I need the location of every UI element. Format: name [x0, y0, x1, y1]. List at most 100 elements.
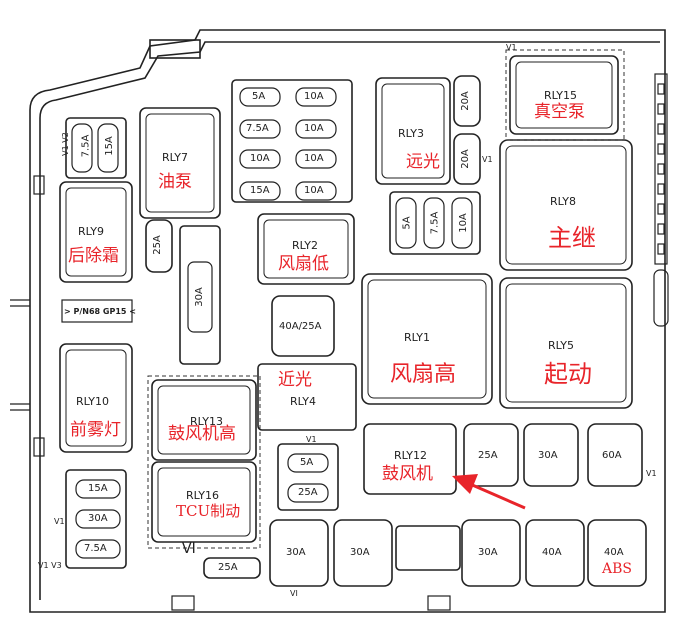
relay-rly15-box: [509, 55, 619, 135]
fuse-label: 30A: [286, 547, 306, 558]
abs-label: ABS: [602, 561, 632, 577]
relay-rly5-name: 起动: [544, 360, 592, 388]
marker-label: VI: [182, 541, 196, 557]
fuse-label: 5A: [300, 457, 314, 468]
part-number-label: > P/N68 GP15 <: [64, 307, 136, 316]
fuse-label: 25A: [298, 487, 318, 498]
fuse-label: 30A: [193, 287, 205, 307]
fuse-label: 60A: [602, 450, 622, 461]
relay-rly10-name: 前雾灯: [70, 420, 121, 440]
fuse-label: 20A: [459, 91, 471, 111]
relay-rly12-box: [363, 423, 457, 495]
fuse-label: 7.5A: [84, 543, 107, 554]
fuse-label: 7.5A: [80, 134, 92, 158]
fuse-label: 30A: [88, 513, 108, 524]
fuse-40a-b5-box: [587, 519, 647, 587]
relay-rly3-name: 远光: [406, 152, 440, 172]
fuse-label: 10A: [304, 123, 324, 134]
fuse-label: 25A: [478, 450, 498, 461]
marker-label: V1: [506, 43, 517, 52]
fuse-connector-center: [395, 525, 461, 571]
relay-rly7-code: RLY7: [162, 151, 189, 164]
marker-label: V1: [54, 517, 65, 526]
marker-label: V1: [306, 435, 317, 444]
relay-rly4-box: [257, 363, 357, 431]
fuse-30a-b3-box: [461, 519, 521, 587]
fuse-holder-30a: [179, 225, 221, 365]
fuse-label: 20A: [459, 149, 471, 169]
relay-rly1-code: RLY1: [404, 331, 431, 344]
relay-rly5-box: [499, 277, 633, 409]
relay-rly13-name: 鼓风机高: [168, 424, 236, 444]
relay-rly1-box: [361, 273, 493, 405]
fuse-label: 15A: [88, 483, 108, 494]
left-clip-bottom: [33, 437, 45, 457]
fuse-label: 40A: [542, 547, 562, 558]
pointer-arrow: [452, 474, 526, 510]
fuse-label: 30A: [478, 547, 498, 558]
fuse-20a-mid: [453, 133, 481, 185]
fuse-label: 7.5A: [246, 123, 269, 134]
fuse-20a-top: [453, 75, 481, 127]
fuse-25a-bottom-box: [203, 557, 261, 579]
bottom-clip-left: [171, 595, 195, 611]
relay-rly3-code: RLY3: [398, 127, 425, 140]
fuse-label: 15A: [103, 136, 115, 156]
fuse-label: 5A: [252, 91, 266, 102]
right-connector-strip: [653, 73, 669, 327]
fuse-label: 25A: [151, 235, 163, 255]
fuse-holder-small: [277, 443, 339, 511]
marker-label: V1: [482, 155, 493, 164]
fuse-label: 10A: [457, 213, 469, 233]
housing-inner: [39, 41, 660, 600]
fuse-30a-b2-box: [333, 519, 393, 587]
relay-rly9-name: 后除霜: [68, 246, 119, 266]
fuse-40a-b4-box: [525, 519, 585, 587]
fuse-30a-row1-box: [523, 423, 579, 487]
fuse-label: 10A: [304, 185, 324, 196]
fuse-60a-row1-box: [587, 423, 643, 487]
marker-label: V1 V3: [38, 561, 62, 570]
left-side-tabs: [10, 299, 30, 411]
mini-fuse-block: [231, 79, 353, 203]
relay-rly2-code: RLY2: [292, 239, 319, 252]
fuse-25a-vertical: [145, 219, 173, 273]
relay-rly15-name: 真空泵: [534, 102, 585, 122]
relay-rly10-box: [59, 343, 133, 453]
fuse-label: 40A: [604, 547, 624, 558]
relay-rly3-box: [375, 77, 451, 185]
fuse-25a-row1-box: [463, 423, 519, 487]
fuse-label: 40A/25A: [279, 321, 322, 332]
relay-rly5-code: RLY5: [548, 339, 575, 352]
relay-rly8-code: RLY8: [550, 195, 577, 208]
relay-rly8-name: 主继: [548, 224, 596, 252]
relay-rly12-name: 鼓风机: [382, 464, 433, 484]
relay-rly16-box: [151, 461, 257, 543]
relay-rly7-name: 油泵: [158, 172, 192, 192]
relay-rly1-name: 风扇高: [390, 362, 457, 387]
relay-rly4-code: RLY4: [290, 395, 317, 408]
relay-rly2-box: [257, 213, 355, 285]
fuse-holder-bottomleft: [65, 469, 127, 569]
marker-label: V1: [646, 469, 657, 478]
fuse-label: 30A: [538, 450, 558, 461]
relay-rly16-name: TCU制动: [176, 502, 241, 520]
bottom-clip-right: [427, 595, 451, 611]
relay-rly9-box: [59, 181, 133, 283]
marker-label: V1 V2: [60, 132, 70, 156]
marker-label: VI: [290, 589, 298, 598]
relay-rly2-name: 风扇低: [278, 254, 329, 274]
fuse-holder-topleft: [65, 117, 127, 179]
fuse-label: 7.5A: [429, 211, 441, 235]
fuse-label: 15A: [250, 185, 270, 196]
fuse-label: 30A: [350, 547, 370, 558]
fuse-label: 25A: [218, 562, 238, 573]
relay-rly7-box: [139, 107, 221, 219]
part-number-strip: [61, 299, 133, 323]
relay-rly13-box: [151, 379, 257, 461]
relay-rly4-name: 近光: [278, 370, 312, 390]
fuse-label: 10A: [304, 153, 324, 164]
housing-tab: [149, 39, 201, 59]
relay-rly16-code: RLY16: [186, 489, 220, 502]
